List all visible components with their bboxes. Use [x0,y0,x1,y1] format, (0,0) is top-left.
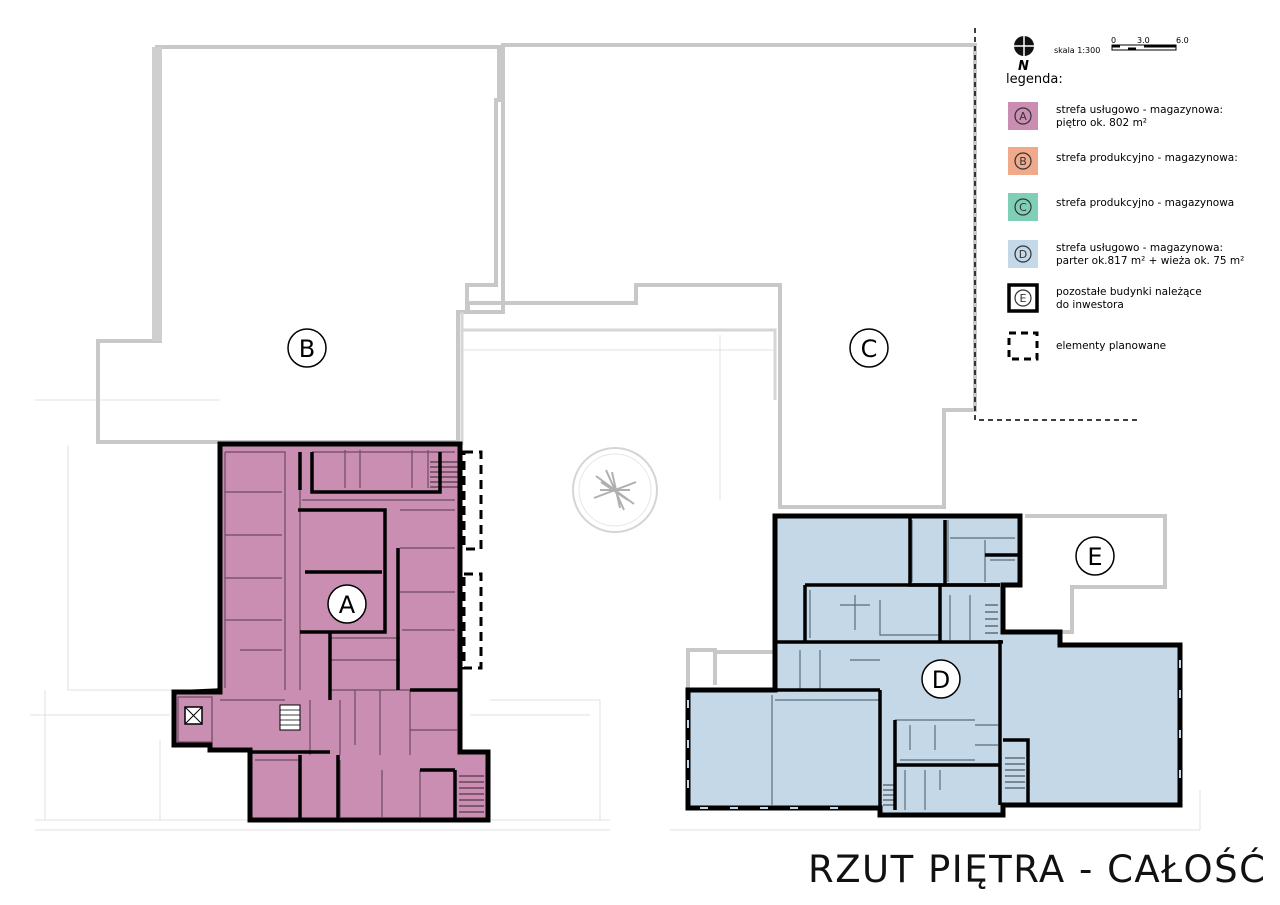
page-title: RZUT PIĘTRA - CAŁOŚĆ [808,848,1267,891]
legend-text-b-1: strefa produkcyjno - magazynowa: [1056,152,1238,164]
zone-label-c: C [849,328,889,368]
legend-text-a-1: strefa usługowo - magazynowa: [1056,104,1223,116]
legend-text-d-2: parter ok.817 m² + wieża ok. 75 m² [1056,255,1244,267]
legend-item-b: B strefa produkcyjno - magazynowa: [1008,147,1238,175]
legend-text-e-2: do inwestora [1056,299,1124,311]
lower-left-d-outline [686,648,775,690]
legend-item-a: A strefa usługowo - magazynowa: piętro o… [1008,102,1223,130]
legend-item-e: E pozostałe budynki należące do inwestor… [1007,283,1202,313]
zone-label-e: E [1075,536,1115,576]
zone-letter-c: C [861,335,878,363]
legend-item-planned: elementy planowane [1007,331,1166,361]
legend-border [974,28,1140,421]
legend-letter-d: D [1019,248,1027,261]
courtyard-outline [460,312,777,445]
zone-letter-a: A [339,591,356,619]
legend-item-c: C strefa produkcyjno - magazynowa [1008,193,1234,221]
legend-swatch-b [1008,147,1038,175]
building-c-outline [466,43,977,509]
legend-text-planned: elementy planowane [1056,340,1166,352]
stairs-icon [883,604,1025,806]
building-a-walls [173,452,460,820]
north-arrow-icon: N [1014,36,1034,74]
context-lines [30,335,1201,831]
legend-swatch-e [1007,283,1039,313]
zone-letter-e: E [1087,543,1102,571]
legend-swatch-c [1008,193,1038,221]
legend-text-d-1: strefa usługowo - magazynowa: [1056,242,1223,254]
legend-text-c-1: strefa produkcyjno - magazynowa [1056,197,1234,209]
legend-text-a-2: piętro ok. 802 m² [1056,117,1147,129]
stairs-icon [280,709,300,726]
legend-text-e-1: pozostałe budynki należące [1056,286,1202,298]
elevator-icon [184,706,203,725]
stair-core [279,704,301,731]
window-marks [687,660,1181,809]
legend-item-d: D strefa usługowo - magazynowa: parter o… [1008,240,1244,268]
zone-label-d: D [921,659,961,699]
legend-letter-e: E [1020,292,1027,305]
stairs-icon [430,461,484,813]
building-d-walls [775,516,1030,810]
zone-label-b: B [287,328,327,368]
legend-swatch-planned [1007,331,1039,361]
zone-letter-d: D [932,666,950,694]
legend-swatch-d [1008,240,1038,268]
north-label: N [1018,59,1029,74]
tree-icon [572,447,658,533]
zone-letter-b: B [299,335,315,363]
legend-heading: legenda: [1006,72,1063,87]
planned-elements [462,450,483,670]
legend-swatch-a [1008,102,1038,130]
scale-label: skala 1:300 [1054,46,1100,55]
zone-label-a: A [327,584,367,624]
scale-bar: skala 1:300 0 3.0 6.0 [1054,36,1189,55]
legend-letter-a: A [1019,110,1027,123]
scale-tick-3: 3.0 [1137,36,1150,45]
scale-tick-6: 6.0 [1176,36,1189,45]
legend-letter-b: B [1019,155,1027,168]
scale-tick-0: 0 [1111,36,1116,45]
building-a [171,441,491,823]
building-d-interior [771,520,1015,810]
scale-bar-graphic [1111,44,1177,51]
legend-letter-c: C [1019,201,1027,214]
